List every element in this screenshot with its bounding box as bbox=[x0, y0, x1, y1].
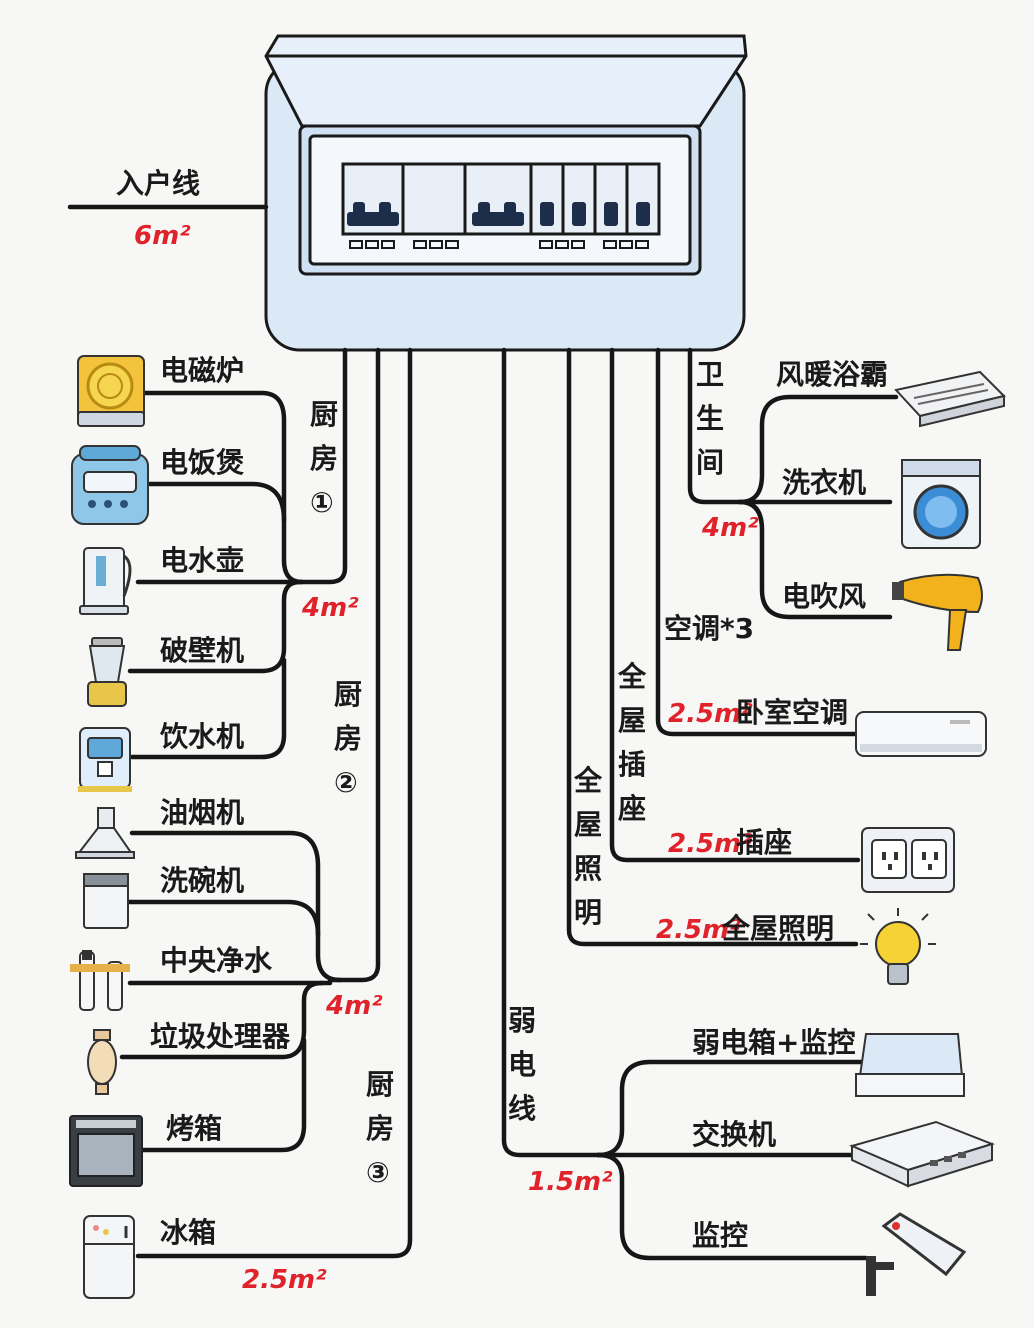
incoming-gauge: 6m² bbox=[134, 221, 191, 251]
kitchen1-circuit-char: ① bbox=[310, 486, 334, 519]
aircon-circuit: 空调*3 2.5m² 卧室空调 bbox=[664, 612, 848, 729]
bathroom-circuit-char: 间 bbox=[696, 446, 724, 479]
weak-circuit-char: 弱 bbox=[508, 1004, 536, 1037]
oven-icon bbox=[69, 1115, 143, 1187]
weak-gauge: 1.5m² bbox=[528, 1167, 613, 1197]
hair-dryer-icon bbox=[892, 573, 983, 651]
appliance-label: 油烟机 bbox=[160, 796, 244, 829]
kitchen3-circuit-char: 厨 bbox=[366, 1068, 394, 1101]
kitchen1-circuit-char: 房 bbox=[310, 442, 338, 475]
kitchen2-circuit: 厨 房 ② 4m² 油烟机 洗碗机 中央净水 垃圾处理器 烤箱 bbox=[150, 678, 383, 1145]
lighting-circuit-char: 明 bbox=[574, 896, 602, 929]
kitchen3-circuit-char: ③ bbox=[366, 1156, 390, 1189]
sockets-circuit-char: 座 bbox=[618, 792, 646, 825]
appliance-label: 洗衣机 bbox=[782, 466, 866, 499]
appliance-label: 垃圾处理器 bbox=[150, 1020, 291, 1053]
aircon-gauge: 2.5m² bbox=[668, 699, 753, 729]
weak-circuit-char: 线 bbox=[508, 1092, 536, 1125]
sockets-gauge: 2.5m² bbox=[668, 829, 753, 859]
weak-current-box-icon bbox=[855, 1033, 965, 1097]
appliance-label: 风暖浴霸 bbox=[776, 358, 888, 391]
incoming-label: 入户线 bbox=[116, 167, 200, 200]
kitchen1-circuit-char: 厨 bbox=[310, 398, 338, 431]
wall-socket-icon bbox=[861, 827, 955, 893]
appliance-label: 冰箱 bbox=[160, 1216, 216, 1249]
kitchen3-circuit-char: 房 bbox=[366, 1112, 394, 1145]
appliance-label: 电磁炉 bbox=[160, 354, 244, 387]
appliance-label: 饮水机 bbox=[159, 720, 244, 753]
sockets-circuit-char: 插 bbox=[618, 748, 646, 781]
bath-heater-icon bbox=[894, 370, 1006, 428]
lighting-gauge: 2.5m² bbox=[656, 915, 741, 945]
lighting-circuit: 全 屋 照 明 2.5m² 全屋照明 bbox=[573, 764, 834, 945]
appliance-label: 电吹风 bbox=[782, 580, 866, 613]
light-bulb-icon bbox=[860, 908, 936, 985]
lighting-circuit-char: 照 bbox=[574, 852, 602, 885]
weak-circuit: 弱 电 线 1.5m² 弱电箱+监控 交换机 监控 bbox=[508, 1004, 855, 1252]
breaker-row bbox=[341, 162, 661, 249]
bathroom-circuit: 卫 生 间 4m² 风暖浴霸 洗衣机 电吹风 bbox=[696, 358, 888, 613]
device-label: 交换机 bbox=[692, 1118, 776, 1151]
appliance-label: 烤箱 bbox=[166, 1112, 222, 1145]
air-conditioner-icon bbox=[855, 711, 987, 757]
sockets-circuit-char: 全 bbox=[617, 660, 647, 693]
rice-cooker-icon bbox=[71, 445, 149, 525]
appliance-label: 中央净水 bbox=[160, 944, 273, 977]
induction-cooker-icon bbox=[77, 355, 145, 427]
breaker-blank bbox=[401, 162, 467, 236]
kitchen2-gauge: 4m² bbox=[325, 991, 383, 1021]
kitchen2-circuit-char: 房 bbox=[334, 722, 362, 755]
sockets-label: 插座 bbox=[736, 826, 792, 859]
security-camera-icon bbox=[866, 1212, 967, 1296]
water-purifier-icon bbox=[70, 950, 130, 1011]
appliance-label: 破壁机 bbox=[160, 634, 244, 667]
device-label: 监控 bbox=[692, 1219, 748, 1252]
appliance-label: 洗碗机 bbox=[160, 864, 244, 897]
wires bbox=[67, 204, 899, 1261]
device-label: 弱电箱+监控 bbox=[692, 1026, 855, 1059]
kitchen3-circuit: 厨 房 ③ 2.5m² 冰箱 bbox=[160, 1068, 394, 1295]
refrigerator-icon bbox=[83, 1215, 135, 1299]
appliance-label: 电水壶 bbox=[160, 544, 244, 577]
distribution-panel bbox=[264, 34, 748, 352]
aircon-circuit-label: 空调*3 bbox=[664, 612, 754, 645]
kitchen1-gauge: 4m² bbox=[301, 593, 359, 623]
sockets-circuit: 全 屋 插 座 2.5m² 插座 bbox=[617, 660, 792, 859]
bathroom-gauge: 4m² bbox=[701, 513, 759, 543]
network-switch-icon bbox=[849, 1120, 996, 1188]
weak-circuit-char: 电 bbox=[508, 1048, 536, 1081]
dishwasher-icon bbox=[83, 873, 129, 929]
bathroom-circuit-char: 卫 bbox=[696, 358, 724, 391]
kitchen3-gauge: 2.5m² bbox=[242, 1265, 327, 1295]
aircon-label: 卧室空调 bbox=[736, 696, 848, 729]
bathroom-circuit-char: 生 bbox=[696, 402, 724, 435]
lighting-label: 全屋照明 bbox=[721, 912, 834, 945]
electric-kettle-icon bbox=[79, 547, 132, 615]
kitchen2-circuit-char: ② bbox=[334, 766, 358, 799]
range-hood-icon bbox=[75, 807, 135, 859]
garbage-disposal-icon bbox=[87, 1029, 117, 1095]
blender-icon bbox=[87, 637, 127, 707]
lighting-circuit-char: 全 bbox=[573, 764, 603, 797]
appliance-label: 电饭煲 bbox=[160, 446, 244, 479]
lighting-circuit-char: 屋 bbox=[574, 808, 602, 841]
water-dispenser-icon bbox=[78, 727, 132, 792]
washing-machine-icon bbox=[901, 459, 981, 549]
sockets-circuit-char: 屋 bbox=[618, 704, 646, 737]
kitchen2-circuit-char: 厨 bbox=[334, 678, 362, 711]
kitchen1-circuit: 厨 房 ① 4m² 电磁炉 电饭煲 电水壶 破壁机 饮水机 bbox=[159, 354, 359, 753]
